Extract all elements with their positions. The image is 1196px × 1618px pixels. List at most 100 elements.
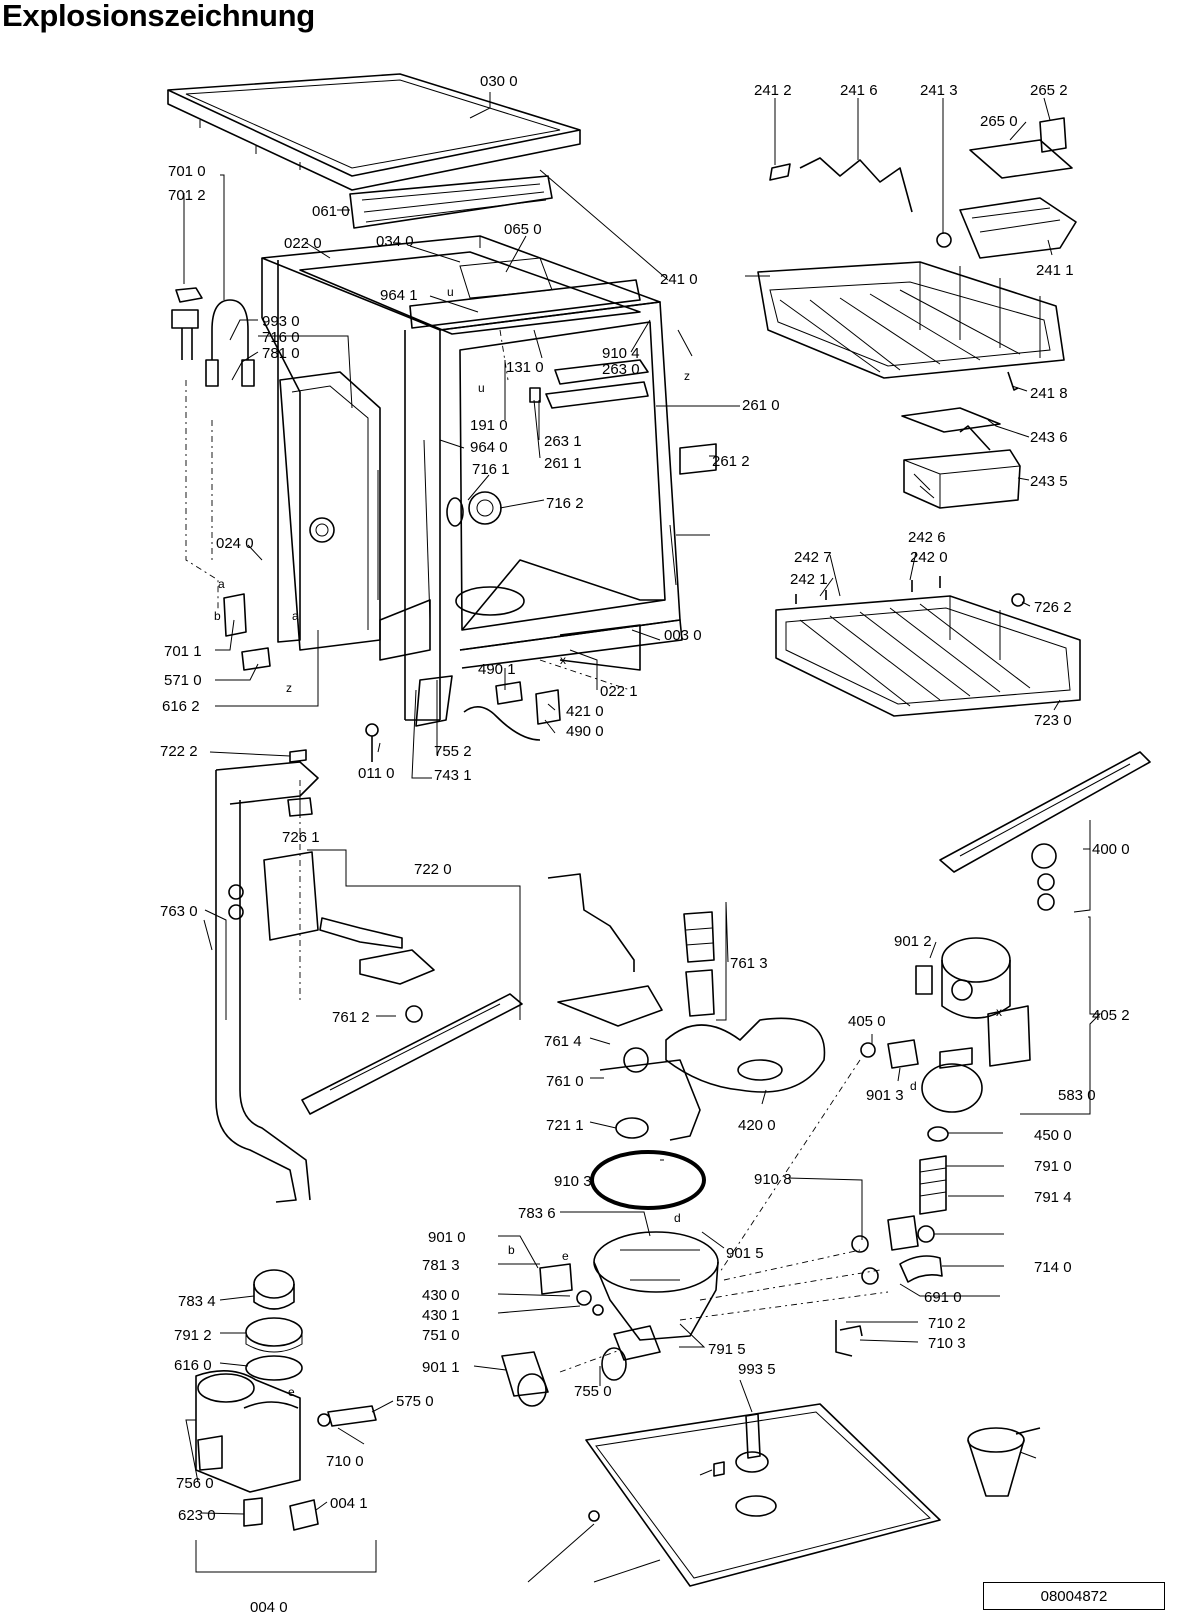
part-label: 065 0 [504, 221, 542, 238]
sump-housing [501, 1150, 719, 1407]
part-label: 003 0 [664, 627, 702, 644]
connector-letter: z [684, 369, 690, 383]
part-label: 243 5 [1030, 473, 1068, 490]
part-label: 004 0 [250, 1599, 288, 1616]
part-label: 242 1 [790, 571, 828, 588]
part-label: 791 2 [174, 1327, 212, 1344]
part-label: 722 0 [414, 861, 452, 878]
connector-letter: b [508, 1243, 515, 1257]
part-label: 011 0 [358, 765, 394, 782]
part-label: 901 5 [726, 1245, 764, 1262]
part-label: 571 0 [164, 672, 202, 689]
part-label: 761 3 [730, 955, 768, 972]
part-label: 490 1 [478, 661, 516, 678]
part-label: 716 1 [472, 461, 510, 478]
leader-lines [183, 92, 1102, 1583]
part-label: 751 0 [422, 1327, 460, 1344]
part-label: 721 1 [546, 1117, 584, 1134]
part-label: 265 0 [980, 113, 1018, 130]
part-label: 781 0 [262, 345, 300, 362]
part-label: 405 0 [848, 1013, 886, 1030]
part-label: 263 0 [602, 361, 640, 378]
part-label: 242 6 [908, 529, 946, 546]
part-label: 743 1 [434, 767, 472, 784]
part-label: 710 3 [928, 1335, 966, 1352]
part-label: 061 0 [312, 203, 350, 220]
part-label: 400 0 [1092, 841, 1130, 858]
part-label: 420 0 [738, 1117, 776, 1134]
connector-letter: a [292, 609, 299, 623]
assembly-dash-lines [299, 329, 889, 1373]
part-label: 701 2 [168, 187, 206, 204]
upper-spray-arm [939, 751, 1151, 911]
cutlery-basket [901, 407, 1021, 509]
lower-spray-arm [301, 917, 523, 1115]
spray-arm-supply-pipe [215, 749, 319, 1203]
connector-letter: u [447, 285, 454, 299]
part-label: 791 0 [1034, 1158, 1072, 1175]
part-label: 575 0 [396, 1393, 434, 1410]
part-label: 450 0 [1034, 1127, 1072, 1144]
part-label: 726 1 [282, 829, 320, 846]
part-label: 243 6 [1030, 429, 1068, 446]
part-label: 755 0 [574, 1383, 612, 1400]
part-label: 701 0 [168, 163, 206, 180]
part-label: 761 4 [544, 1033, 582, 1050]
part-label: 241 1 [1036, 262, 1074, 279]
circulation-pump [860, 937, 1031, 1113]
part-label: 910 3 [554, 1173, 592, 1190]
part-label: 993 5 [738, 1361, 776, 1378]
part-label: 241 6 [840, 82, 878, 99]
part-label: 964 0 [470, 439, 508, 456]
part-label: 623 0 [178, 1507, 216, 1524]
part-label: 241 2 [754, 82, 792, 99]
part-label: 716 2 [546, 495, 584, 512]
part-label: 910 4 [602, 345, 640, 362]
part-label: 430 0 [422, 1287, 460, 1304]
part-label: 241 0 [660, 271, 698, 288]
worktop-lid [167, 73, 581, 191]
part-label: 993 0 [262, 313, 300, 330]
electrical-components [365, 681, 561, 762]
part-label: 242 0 [910, 549, 948, 566]
document-number: 08004872 [1040, 1587, 1108, 1605]
upper-basket [757, 117, 1077, 391]
part-label: 761 2 [332, 1009, 370, 1026]
part-label: 722 2 [160, 743, 198, 760]
inlet-hoses [171, 287, 271, 671]
part-label: 131 0 [506, 359, 544, 376]
part-label: 714 0 [1034, 1259, 1072, 1276]
part-label: 901 3 [866, 1087, 904, 1104]
part-label: 716 0 [262, 329, 300, 346]
connector-letter: u [478, 381, 485, 395]
part-label: 191 0 [470, 417, 508, 434]
part-label: 910 8 [754, 1171, 792, 1188]
part-label: 710 2 [928, 1315, 966, 1332]
part-label: 405 2 [1092, 1007, 1130, 1024]
part-label: 701 1 [164, 643, 202, 660]
part-label: 761 0 [546, 1073, 584, 1090]
part-label: 263 1 [544, 433, 582, 450]
connector-letter: a [218, 577, 225, 591]
part-label: 241 8 [1030, 385, 1068, 402]
rinse-aid-funnel [967, 1427, 1041, 1497]
base-tray [585, 1403, 941, 1587]
part-label: 901 2 [894, 933, 932, 950]
connector-letter: z [286, 681, 292, 695]
tub-frame [261, 169, 717, 727]
part-label: 261 1 [544, 455, 582, 472]
connector-letter: x [560, 653, 566, 667]
part-label: 791 5 [708, 1341, 746, 1358]
part-label: 783 6 [518, 1205, 556, 1222]
part-label: 710 0 [326, 1453, 364, 1470]
part-label: 583 0 [1058, 1087, 1096, 1104]
water-softener [195, 1269, 377, 1573]
part-label: 261 0 [742, 397, 780, 414]
connector-letter: b [214, 609, 221, 623]
part-label: 964 1 [380, 287, 418, 304]
part-label: 430 1 [422, 1307, 460, 1324]
lower-basket [775, 576, 1081, 717]
